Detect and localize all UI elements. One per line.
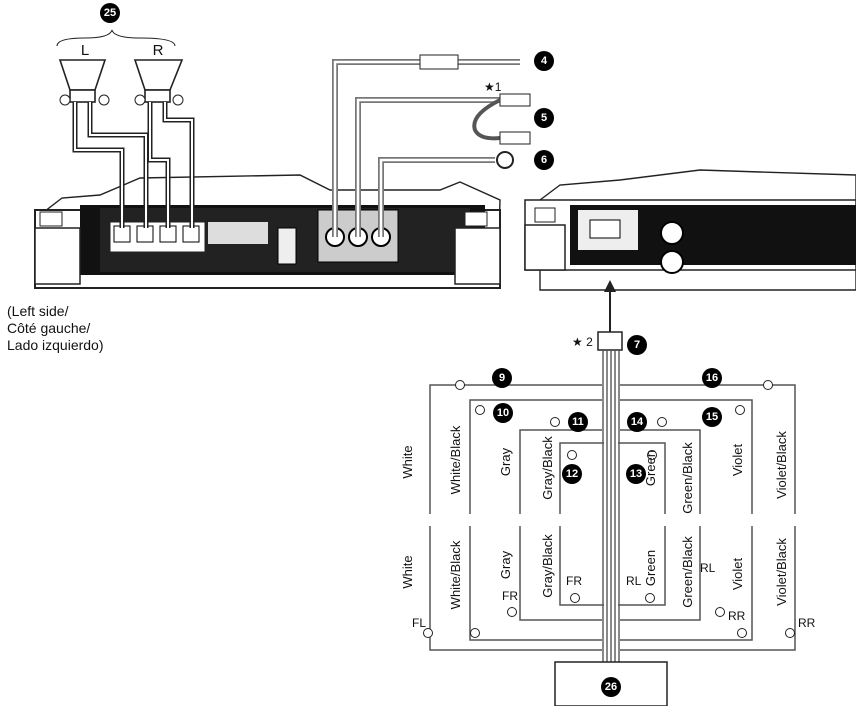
svg-text:16: 16 — [706, 372, 718, 384]
power-loop — [472, 98, 501, 141]
left-side-note: (Left side/ Côté gauche/ Lado izquierdo) — [7, 303, 104, 353]
svg-text:25: 25 — [104, 7, 116, 19]
channel-rr-outer: RR — [798, 616, 816, 630]
label-violet-black-upper: Violet/Black — [774, 431, 789, 499]
power-connector-2 — [499, 131, 531, 145]
label-white-upper: White — [400, 445, 415, 478]
left-amplifier-body — [34, 174, 501, 289]
channel-rl-inner: RL — [626, 574, 642, 588]
channel-rr-inner: RR — [728, 609, 746, 623]
callout-wire-10: 10 — [493, 403, 513, 423]
svg-text:26: 26 — [605, 681, 617, 693]
star1-note: ★1 — [484, 80, 502, 94]
callout-ground: 6 — [534, 150, 554, 170]
label-white-lower: White — [400, 555, 415, 588]
right-side-note: (Right side/ Côté droit/ Lado derecho) — [737, 207, 828, 257]
label-gray-black-lower: Gray/Black — [540, 534, 555, 598]
harness-arrow-head — [604, 280, 616, 292]
svg-text:12: 12 — [566, 468, 578, 480]
svg-text:10: 10 — [497, 407, 509, 419]
svg-text:13: 13 — [630, 468, 642, 480]
channel-rl-outer: RL — [700, 561, 716, 575]
svg-text:15: 15 — [706, 411, 718, 423]
label-gray-upper: Gray — [498, 447, 513, 476]
callout-harness: 7 — [627, 335, 647, 355]
channel-fr-inner: FR — [566, 574, 582, 588]
callout-wire-9: 9 — [492, 368, 512, 388]
callout-wire-14: 14 — [627, 412, 647, 432]
speaker-bracket — [56, 29, 176, 47]
channel-fl: FL — [412, 616, 426, 630]
left-speaker — [58, 59, 107, 103]
callout-speakers: 25 — [100, 3, 120, 23]
label-gray-lower: Gray — [498, 550, 513, 579]
remote-fuse — [419, 54, 459, 70]
label-green-black-upper: Green/Black — [680, 442, 695, 514]
callout-power: 5 — [534, 108, 554, 128]
callout-wire-12: 12 — [562, 464, 582, 484]
svg-text:14: 14 — [631, 416, 644, 428]
label-green-lower: Green — [643, 550, 658, 586]
speaker-terminal-icons — [59, 94, 184, 106]
svg-text:7: 7 — [634, 339, 640, 351]
callout-wire-11: 11 — [568, 412, 588, 432]
svg-text:11: 11 — [572, 416, 584, 428]
label-green-upper: Green — [643, 450, 658, 486]
svg-text:5: 5 — [541, 112, 547, 124]
label-violet-black-lower: Violet/Black — [774, 538, 789, 606]
label-white-black-lower: White/Black — [448, 540, 463, 609]
harness-polarity-icons — [423, 380, 795, 638]
left-speaker-label: L — [81, 42, 89, 59]
callout-wire-15: 15 — [702, 407, 722, 427]
harness-gaps — [425, 514, 800, 526]
svg-text:9: 9 — [499, 372, 505, 384]
star2-note: ★ 2 — [572, 335, 593, 349]
label-violet-lower: Violet — [730, 557, 745, 590]
right-amplifier-body — [524, 169, 856, 291]
label-white-black-upper: White/Black — [448, 425, 463, 494]
label-green-black-lower: Green/Black — [680, 536, 695, 608]
callout-remote: 4 — [534, 51, 554, 71]
right-speaker — [133, 59, 184, 103]
svg-text:6: 6 — [541, 154, 547, 166]
label-gray-black-upper: Gray/Black — [540, 436, 555, 500]
power-connector — [499, 93, 531, 107]
harness-connector — [597, 331, 623, 351]
callout-wire-13: 13 — [626, 464, 646, 484]
ground-ring — [496, 151, 514, 169]
channel-fr-outer: FR — [502, 589, 518, 603]
callout-unit: 26 — [601, 677, 621, 697]
harness-trunk — [602, 350, 620, 662]
right-speaker-label: R — [153, 42, 164, 59]
svg-text:4: 4 — [541, 55, 548, 67]
speaker-wires-inner — [74, 102, 193, 228]
callout-wire-16: 16 — [702, 368, 722, 388]
label-violet-upper: Violet — [730, 443, 745, 476]
